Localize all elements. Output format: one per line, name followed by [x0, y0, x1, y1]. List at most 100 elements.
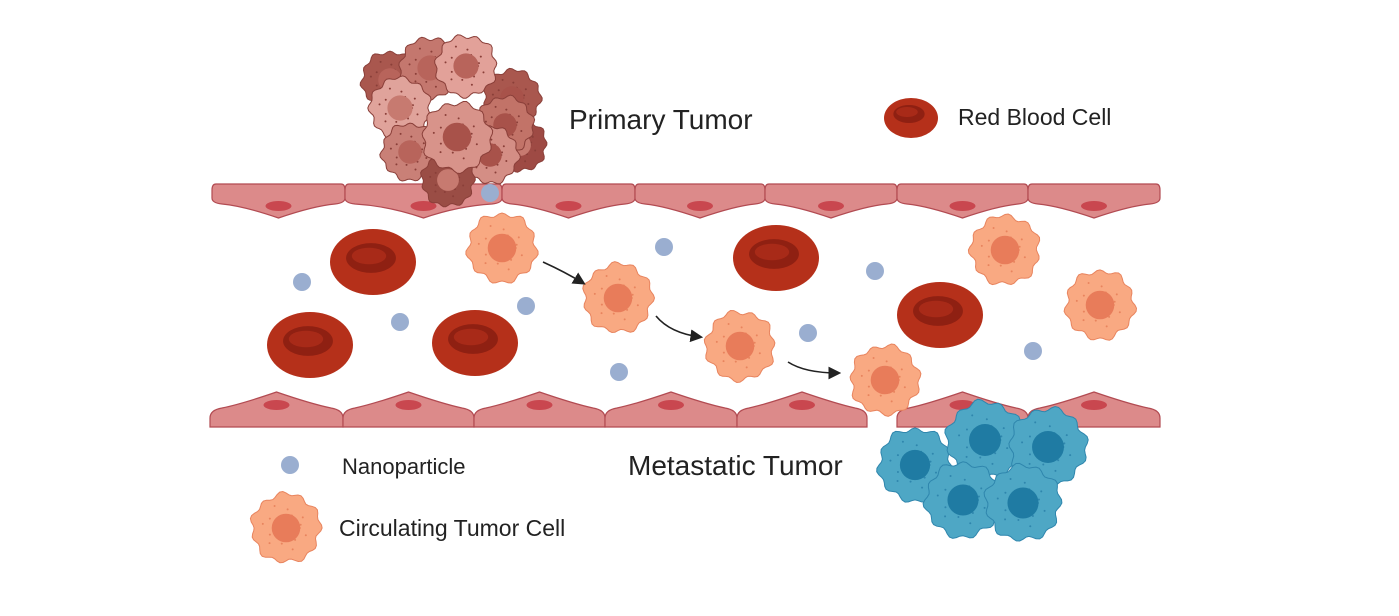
cell-speck [489, 225, 492, 228]
cell-speck [434, 171, 437, 174]
cell-speck [507, 268, 510, 271]
cell-speck [491, 93, 494, 96]
cell-speck [470, 132, 473, 135]
cell-speck [466, 48, 469, 51]
circulating-tumor-cell [465, 212, 539, 284]
cell-speck [957, 516, 960, 519]
cell-speck [384, 120, 387, 123]
cell-speck [600, 303, 603, 306]
cell-speck [520, 254, 523, 257]
cell-speck [900, 368, 903, 371]
nanoparticle [481, 184, 499, 202]
cell-speck [965, 428, 968, 431]
cell-speck [286, 508, 289, 511]
endothelial-nucleus [1081, 400, 1107, 410]
cell-speck [429, 175, 432, 178]
cell-speck [457, 117, 460, 120]
cell-speck [534, 149, 537, 152]
cell-speck [1042, 463, 1045, 466]
cell-speck [479, 55, 482, 58]
cell-speck [1031, 514, 1034, 517]
cell-speck [1028, 462, 1031, 465]
endothelial-cell [736, 391, 868, 428]
red-blood-cell [733, 225, 819, 291]
cell-speck [1028, 453, 1031, 456]
cell-speck [1010, 270, 1013, 273]
legend-circulating-tumor-cell-icon [249, 490, 323, 564]
cell-speck [301, 516, 304, 519]
cell-speck [494, 105, 497, 108]
cell-speck [715, 340, 718, 343]
cell-speck [758, 352, 761, 355]
cell-speck [593, 292, 596, 295]
cell-speck [1005, 230, 1008, 233]
cell-speck [414, 80, 417, 83]
cell-speck [971, 414, 974, 417]
cell-speck [384, 112, 387, 115]
cell-speck [885, 360, 888, 363]
cell-speck [395, 120, 398, 123]
red-blood-cell-highlight [288, 330, 324, 348]
endothelial-nucleus [395, 400, 422, 410]
cell-speck [484, 120, 487, 123]
circulating-tumor-cell [967, 213, 1041, 286]
cell-speck [965, 446, 968, 449]
endothelial-nucleus [526, 400, 553, 410]
cell-speck [896, 479, 899, 482]
cell-speck [903, 386, 906, 389]
cell-speck [999, 264, 1002, 267]
cell-speck [505, 108, 508, 111]
cell-speck [485, 166, 488, 169]
circulating-tumor-cell-nucleus [990, 235, 1020, 265]
nanoparticle [610, 363, 628, 381]
endothelial-nucleus [658, 400, 684, 410]
cell-speck [515, 243, 518, 246]
cell-speck [422, 142, 425, 145]
cell-speck [1057, 459, 1060, 462]
cell-speck [462, 184, 465, 187]
cell-speck [1082, 319, 1085, 322]
cell-speck [450, 56, 453, 59]
cell-speck [867, 385, 870, 388]
cell-speck [1069, 454, 1072, 457]
primary-tumor-cell-nucleus [442, 122, 472, 152]
cell-speck [280, 542, 283, 545]
cell-speck [612, 312, 615, 315]
cell-speck [291, 548, 294, 551]
cell-speck [268, 542, 271, 545]
cell-speck [450, 70, 453, 73]
cell-speck [626, 308, 629, 311]
cell-speck [294, 538, 297, 541]
metastatic-tumor-cell-nucleus [1007, 487, 1039, 519]
cell-speck [462, 157, 465, 160]
cell-speck [434, 190, 437, 193]
cell-speck [605, 275, 608, 278]
cell-speck [399, 132, 402, 135]
cell-speck [977, 495, 980, 498]
cell-speck [1018, 245, 1021, 248]
cell-speck [722, 335, 725, 338]
cell-speck [496, 262, 499, 265]
cell-speck [896, 454, 899, 457]
cell-speck [623, 318, 626, 321]
endothelial-nucleus [263, 400, 290, 410]
cell-speck [520, 129, 523, 132]
endothelial-nucleus [265, 201, 292, 211]
cell-speck [527, 102, 530, 105]
nanoparticle [655, 238, 673, 256]
cell-speck [1094, 319, 1097, 322]
cell-speck [996, 497, 999, 500]
cell-speck [477, 62, 480, 65]
cell-speck [1043, 509, 1046, 512]
cell-speck [1034, 421, 1037, 424]
cell-speck [439, 142, 442, 145]
primary-tumor-cell [421, 101, 494, 175]
cell-speck [867, 394, 870, 397]
cell-speck [439, 151, 442, 154]
cell-speck [425, 80, 428, 83]
endothelial-cell [634, 183, 766, 219]
cell-speck [375, 84, 378, 87]
cell-speck [1040, 490, 1043, 493]
cell-speck [1048, 425, 1051, 428]
